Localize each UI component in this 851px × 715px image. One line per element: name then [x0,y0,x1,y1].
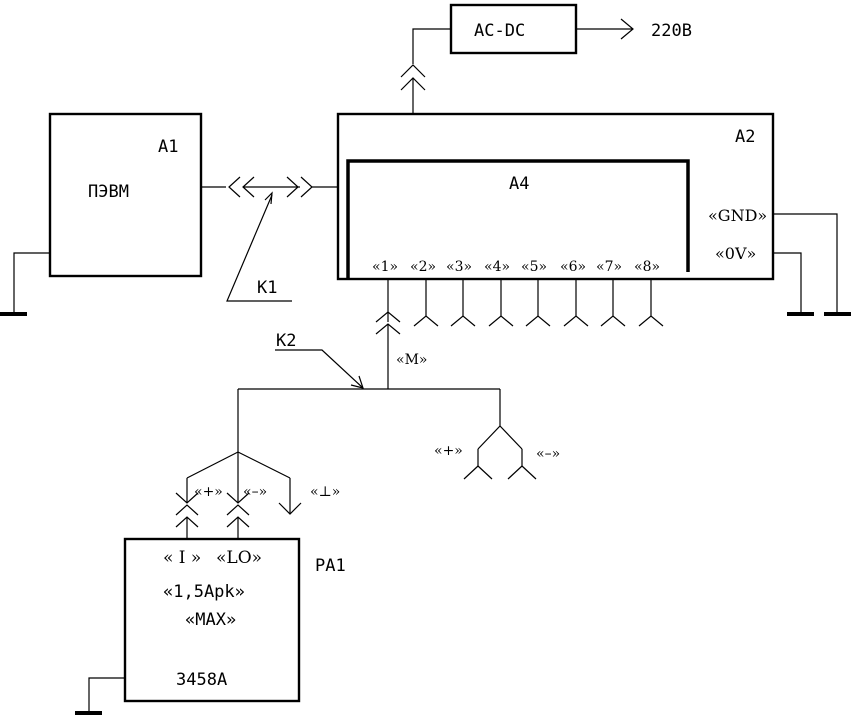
block-a4: A4 [346,159,690,279]
k2-plus-label: «+» [194,484,223,500]
channel-label: «4» [484,259,510,275]
pa1-model: 3458A [176,670,227,690]
pa1-i-label: « I » [163,548,201,568]
block-acdc: AC-DC 220В [400,3,692,114]
channel-label: «1» [372,259,398,275]
channel-label: «5» [521,259,547,275]
k2-minus-label: «–» [243,484,267,500]
pa1-max-label: «MAX» [185,610,236,630]
pa1-frame [123,537,301,703]
mains-label: 220В [651,21,692,41]
a4-channel-labels: «1» «2» «3» «4» «5» «6» «7» «8» [372,259,660,275]
block-a1: A1 ПЭВМ [48,112,203,278]
channel-label: «7» [596,259,622,275]
cable-k1: К1 [201,176,338,302]
a2-grounds [773,213,851,316]
a4-ref: A4 [509,174,529,194]
a1-frame [48,112,203,278]
channel-label: «6» [560,259,586,275]
k2-m-label: «M» [396,352,427,368]
k2-label: К2 [276,331,296,351]
a2-ref: A2 [735,127,755,147]
a2-0v-terminal: «0V» [715,244,756,263]
k2-ground-label: «⊥» [310,484,340,500]
pa1-current-label: «1,5Apk» [163,582,245,602]
cable-k2: «M» К2 «+» «–» «+» «–» «⊥» [175,324,560,539]
a2-gnd-terminal: «GND» [708,206,767,225]
channel-label: «3» [446,259,472,275]
pa1-ground [75,677,125,715]
channel-label: «2» [410,259,436,275]
k2-branch-plus: «+» [434,443,463,459]
a4-channel-sockets [375,279,664,335]
a4-frame [346,159,690,279]
channel-label: «8» [634,259,660,275]
a2-frame [336,112,775,281]
k1-label: К1 [257,278,277,298]
pa1-ref: PA1 [315,556,346,576]
acdc-name: AC-DC [474,21,525,41]
a1-ground [0,252,50,316]
pa1-lo-label: «LO» [216,548,262,568]
a1-ref: A1 [158,137,178,157]
a1-name: ПЭВМ [88,182,129,202]
k2-branch-minus: «–» [536,446,560,462]
block-a2: A2 «GND» «0V» [336,112,775,281]
block-pa1: PA1 « I » «LO» «1,5Apk» «MAX» 3458A [123,537,346,703]
